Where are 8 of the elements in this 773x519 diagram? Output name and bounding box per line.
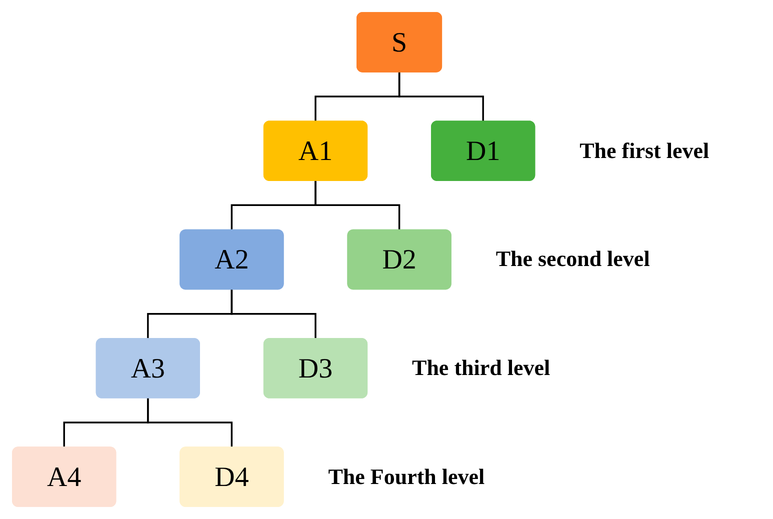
level-label: The third level <box>412 355 550 382</box>
level-label: The Fourth level <box>328 464 485 490</box>
connector <box>147 398 233 448</box>
connector <box>230 289 316 339</box>
connector <box>398 72 484 122</box>
connector <box>314 180 400 230</box>
level-label: The first level <box>580 138 710 164</box>
level-label: The second level <box>496 246 650 272</box>
